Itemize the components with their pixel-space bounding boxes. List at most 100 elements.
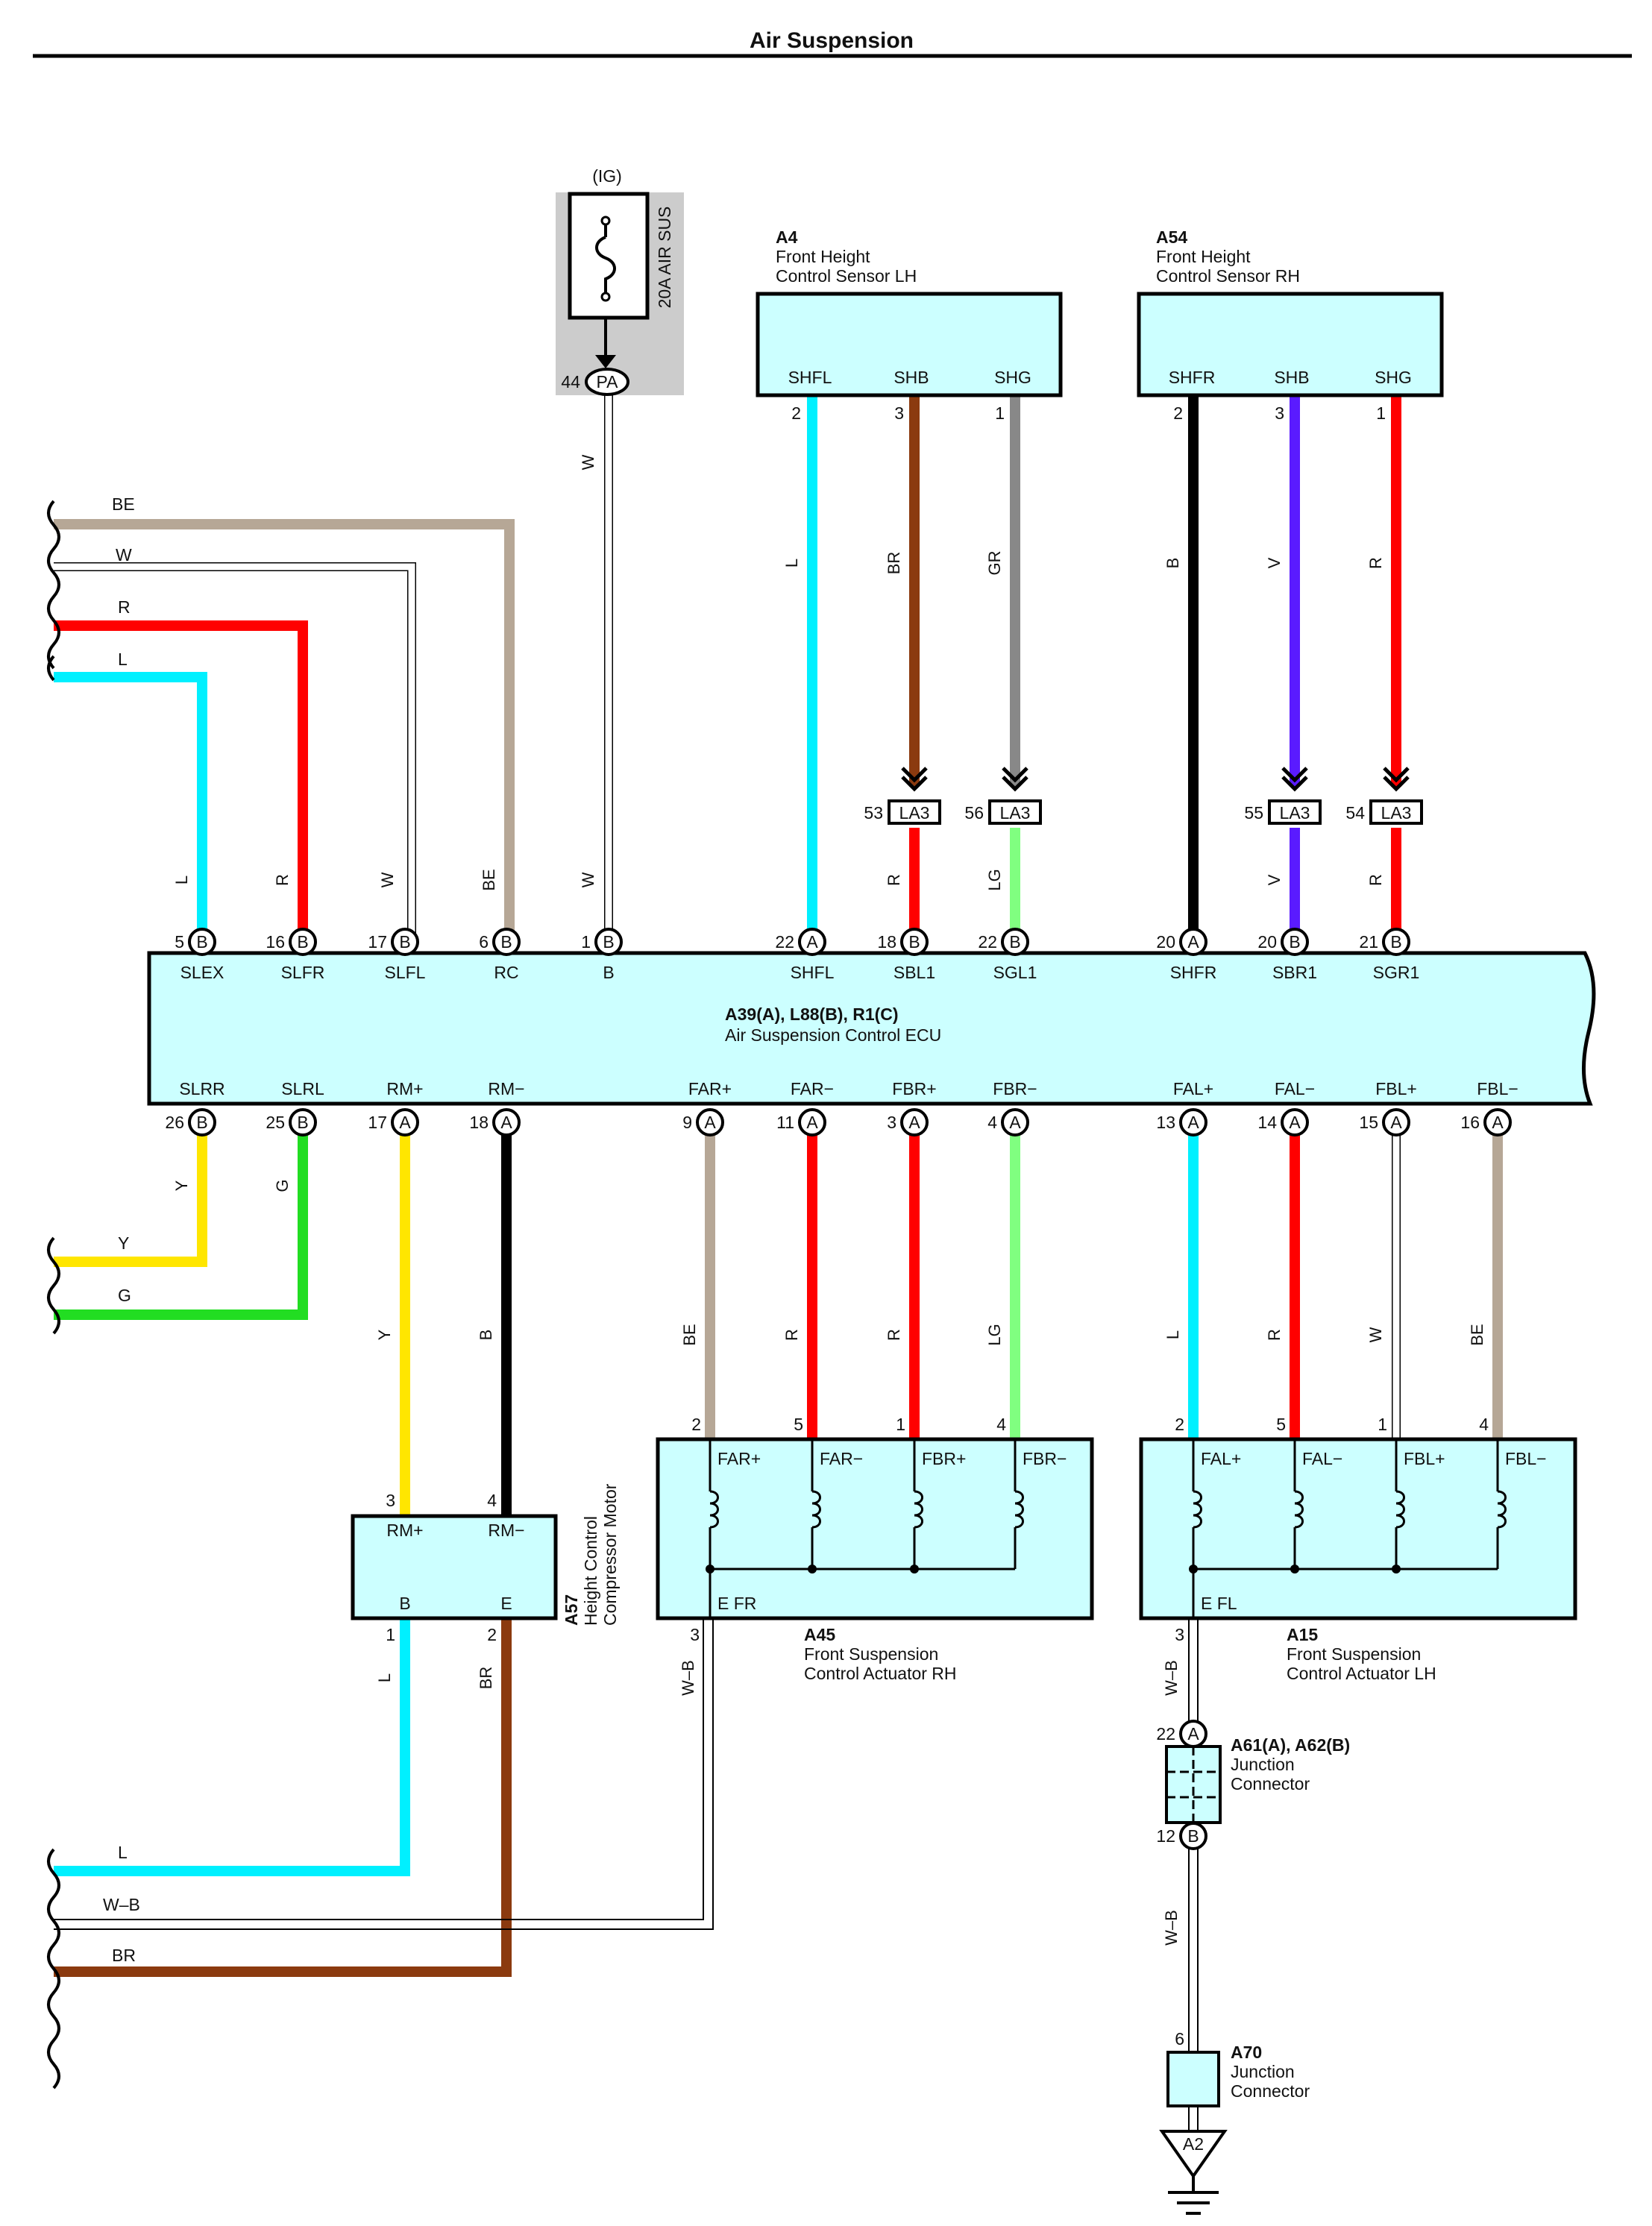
wire-color-code: L (1163, 1330, 1182, 1339)
pin-label: FAR+ (717, 1449, 761, 1468)
coil-icon (1293, 1439, 1304, 1569)
wire-slex-l (54, 672, 207, 942)
junction-2-box (1166, 2051, 1220, 2107)
wire-color-code: W–B (1162, 1660, 1181, 1696)
wire-color-code: R (1366, 557, 1385, 569)
ecu-pin-label: SBL1 (893, 963, 935, 982)
ecu-top-pins: B5SLEXB16SLFRB17SLFLB6RCB1BA22SHFLB18SBL… (175, 928, 1420, 982)
wire-color-code: R (885, 874, 903, 886)
ecu-pin-number: 1 (581, 932, 591, 952)
wire-color-code: Y (172, 1180, 191, 1191)
ecu-pin-circle (1483, 1108, 1512, 1136)
ecu-pin-number: 16 (266, 932, 285, 952)
wire-efr-wb-b (54, 1618, 714, 1930)
ecu-pin-number: 6 (479, 932, 489, 952)
ecu-bottom-pins: B26SLRRB25SLRLA17RM+A18RM−A9FAR+A11FAR−A… (165, 1079, 1518, 1136)
fuse-block: (IG) 20A AIR SUS PA 44 (556, 166, 684, 396)
pin-label: RM+ (386, 1521, 423, 1540)
left-wire-label: L (118, 1843, 128, 1862)
left-wire-label: G (118, 1286, 131, 1305)
wires (54, 395, 1503, 2131)
pin-label: FBL− (1505, 1449, 1547, 1468)
sensor-lh-box (756, 292, 1063, 397)
pin-number: 3 (1275, 403, 1284, 423)
wire-color-code: L (172, 875, 191, 884)
pin-number: 2 (691, 1415, 701, 1434)
ecu-pin-conn: A (1492, 1113, 1504, 1132)
wire-color-code: BR (885, 552, 903, 575)
ecu-pin-label: RC (494, 963, 518, 982)
ecu-pin-label: FBR+ (892, 1079, 936, 1098)
wire-color-code: R (782, 1329, 801, 1341)
ecu-pin-conn: B (399, 932, 410, 952)
left-wire-label: BR (112, 1946, 136, 1965)
ecu-pin-label: FAR− (791, 1079, 834, 1098)
ecu-pin-conn: B (908, 932, 920, 952)
wire-color-code: W (1366, 1327, 1385, 1342)
wire-color-code: R (1265, 1329, 1284, 1341)
ecu-pin-label: SBR1 (1272, 963, 1317, 982)
pin-label: B (399, 1594, 410, 1613)
wire-color-code: LG (985, 1324, 1004, 1345)
coil-icon (709, 1439, 719, 1569)
ecu-pin-conn: A (1187, 1113, 1199, 1132)
actuator-rh-box (656, 1437, 1094, 1620)
actuator-lh-id: A15 (1287, 1625, 1318, 1644)
left-wire-label: R (118, 597, 131, 617)
ecu-pin-number: 25 (266, 1113, 285, 1132)
sensor-lh: A4 Front Height Control Sensor LH SHFL S… (756, 227, 1063, 423)
junction-pin-conn: B (1187, 1826, 1199, 1846)
ecu-pin-label: SGR1 (1373, 963, 1420, 982)
left-wire-label: Y (118, 1233, 129, 1253)
wire-efr-wb-a (54, 1618, 704, 1920)
junction-connector-2: 6 A70 Junction Connector (1166, 2029, 1310, 2107)
pin-label: SHB (1274, 368, 1309, 387)
wire-color-code: BE (1468, 1324, 1486, 1345)
ground-label: E FL (1201, 1594, 1237, 1613)
coil-icon (1496, 1439, 1507, 1569)
ecu-pin-label: SLFR (281, 963, 325, 982)
fuse-connector-label: PA (597, 372, 619, 392)
pin-number: 3 (894, 403, 904, 423)
ecu-box (147, 951, 1596, 1106)
chevron-down-icon (1383, 767, 1410, 792)
wire-slfl-w-inner (54, 563, 415, 942)
left-harness-labels: BE W R L Y G L W–B BR (103, 494, 140, 1965)
ecu-pin-label: RM+ (386, 1079, 423, 1098)
pin-label: FBR+ (922, 1449, 966, 1468)
ecu-pin-label: FBL+ (1375, 1079, 1417, 1098)
sensor-rh-id: A54 (1156, 227, 1187, 247)
fuse-connector (585, 368, 629, 396)
ecu-pin-conn: A (704, 1113, 716, 1132)
pin-label: FBL+ (1404, 1449, 1445, 1468)
wire-break-marks (47, 500, 60, 2090)
junction-dot (808, 1565, 817, 1573)
ecu-pin-circle (1382, 1108, 1410, 1136)
ecu-pin-number: 21 (1359, 932, 1378, 952)
wire-color-code: L (782, 559, 801, 567)
motor-name2: Compressor Motor (600, 1483, 620, 1626)
ecu-pin-conn: A (399, 1113, 411, 1132)
ecu-pin-label: FBL− (1477, 1079, 1518, 1098)
actuator-lh-name2: Control Actuator LH (1287, 1664, 1436, 1683)
compressor-motor: RM+ RM− B E 3 4 1 2 A57 Height Control C… (351, 1483, 620, 1644)
junction-dot (1290, 1565, 1299, 1573)
ecu-pin-label: B (603, 963, 614, 982)
ecu-pin-conn: A (1289, 1113, 1301, 1132)
ecu-pin-label: SHFL (791, 963, 835, 982)
ecu-pin-number: 4 (987, 1113, 997, 1132)
junction-1-box (1165, 1745, 1222, 1824)
ecu-pin-label: FBR− (993, 1079, 1037, 1098)
coil-icon (1192, 1439, 1202, 1569)
left-wire-label: BE (112, 494, 135, 514)
ecu-pin-number: 20 (1257, 932, 1277, 952)
wire-color-code: V (1265, 557, 1284, 568)
pin-label: SHG (994, 368, 1031, 387)
